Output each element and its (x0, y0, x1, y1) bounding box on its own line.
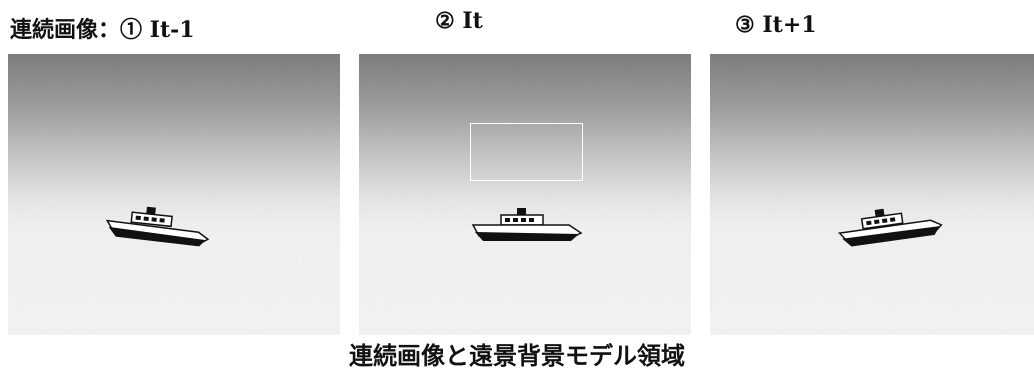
ship-icon (471, 208, 583, 241)
sea-texture (710, 54, 1034, 335)
frame-label-current: ② It (435, 8, 483, 34)
frame-label-prev: 連続画像：① It-1 (10, 17, 195, 43)
frame-label-next: ③ It+1 (735, 12, 817, 38)
ship-icon (105, 206, 210, 247)
sea-texture (359, 54, 691, 335)
ship-icon (837, 208, 943, 247)
figure-caption: 連続画像と遠景背景モデル領域 (349, 341, 685, 370)
frame-image-next (710, 54, 1034, 335)
frame-image-current (359, 54, 691, 335)
sea-texture (8, 54, 340, 335)
frame-image-prev (8, 54, 340, 335)
background-model-region (470, 123, 583, 181)
